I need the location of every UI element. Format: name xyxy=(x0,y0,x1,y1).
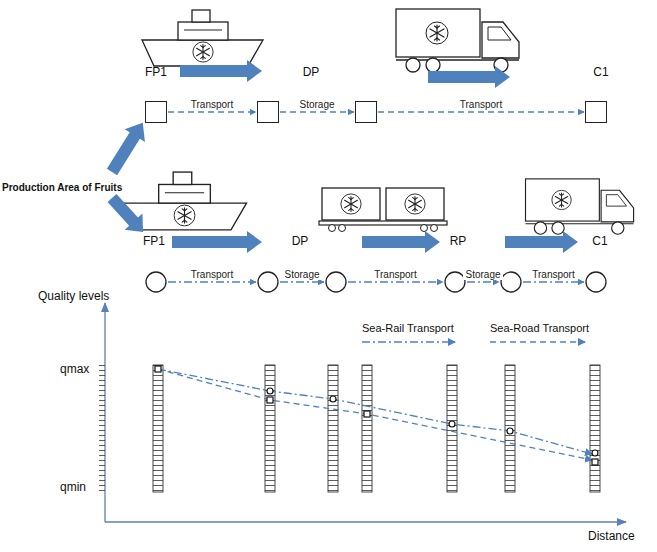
legend-text: Sea-Road Transport xyxy=(490,322,589,335)
connector-label: Storage xyxy=(282,269,321,281)
flow-connector xyxy=(280,281,324,282)
stage-label: FP1 xyxy=(145,66,167,80)
stage-circle xyxy=(500,271,522,293)
axis-title: Distance xyxy=(588,530,635,544)
stage-square: C1 xyxy=(585,101,607,123)
flow-connector xyxy=(523,281,584,282)
circle-outline xyxy=(325,271,347,293)
flow-arrow xyxy=(362,231,440,253)
connector-label: Transport xyxy=(189,99,235,111)
flow-arrow xyxy=(103,190,152,240)
circle-outline xyxy=(257,271,279,293)
road-marker xyxy=(364,411,370,417)
stage-square: FP1 xyxy=(145,101,167,123)
quality-scale xyxy=(362,365,372,492)
rail-marker xyxy=(507,428,513,434)
quality-scales xyxy=(153,365,600,492)
quality-scale xyxy=(265,365,275,492)
quality-scale xyxy=(153,365,163,492)
flow-connector xyxy=(168,281,256,282)
stage-label: DP xyxy=(292,235,309,249)
sea-road-line xyxy=(158,369,592,460)
sea-rail-line xyxy=(158,369,592,454)
stage-circle: C1 xyxy=(585,271,607,293)
stage-label: DP xyxy=(303,66,320,80)
connector-label: Storage xyxy=(297,99,336,111)
stage-square: DP xyxy=(257,101,279,123)
stage-circle: DP xyxy=(257,271,279,293)
train-icon xyxy=(319,188,447,232)
legend-sample xyxy=(362,341,455,342)
flow-connector xyxy=(378,111,584,112)
flow-arrow xyxy=(102,116,153,178)
flow-arrow xyxy=(428,66,510,88)
flow-connector xyxy=(168,111,256,112)
x-axis xyxy=(105,521,626,522)
flow-arrow xyxy=(505,231,578,253)
flow-connector xyxy=(467,281,499,282)
road-marker xyxy=(592,459,598,465)
connector-label: Transport xyxy=(458,99,504,111)
rail-marker xyxy=(592,450,598,456)
flow-arrows xyxy=(102,60,578,253)
stage-square xyxy=(355,101,377,123)
flow-arrow xyxy=(180,60,262,82)
stage-label: RP xyxy=(450,235,467,249)
circle-outline xyxy=(500,271,522,293)
stage-label: C1 xyxy=(592,235,607,249)
quality-scale xyxy=(328,365,338,492)
axis-level: qmax xyxy=(60,363,89,377)
ship-icon xyxy=(142,10,263,66)
circle-outline xyxy=(585,271,607,293)
quality-markers xyxy=(155,366,598,465)
quality-scale xyxy=(505,365,515,492)
truck-icon xyxy=(526,179,634,234)
flow-connector xyxy=(348,281,443,282)
legend-sample xyxy=(490,341,585,342)
rail-marker xyxy=(267,388,273,394)
connector-label: Transport xyxy=(372,269,418,281)
flow-arrow xyxy=(172,231,262,253)
axis-title: Quality levels xyxy=(38,290,109,304)
connector-label: Storage xyxy=(463,269,502,281)
legend-text: Sea-Rail Transport xyxy=(362,322,454,335)
road-marker xyxy=(155,366,161,372)
flow-connector xyxy=(280,111,354,112)
axis-level: qmin xyxy=(60,481,86,495)
rail-marker xyxy=(449,421,455,427)
stage-label: C1 xyxy=(593,66,608,80)
axis-ticks xyxy=(99,365,105,492)
quality-scale xyxy=(590,365,600,492)
connector-label: Transport xyxy=(189,269,235,281)
stage-label: FP1 xyxy=(143,235,165,249)
area-label: Production Area of Fruits xyxy=(2,182,122,194)
circle-outline xyxy=(145,271,167,293)
truck-icon xyxy=(396,9,519,72)
quality-scale xyxy=(447,365,457,492)
stage-circle xyxy=(325,271,347,293)
road-marker xyxy=(267,397,273,403)
connector-label: Transport xyxy=(530,269,576,281)
stage-circle: FP1 xyxy=(145,271,167,293)
rail-marker xyxy=(330,396,336,402)
